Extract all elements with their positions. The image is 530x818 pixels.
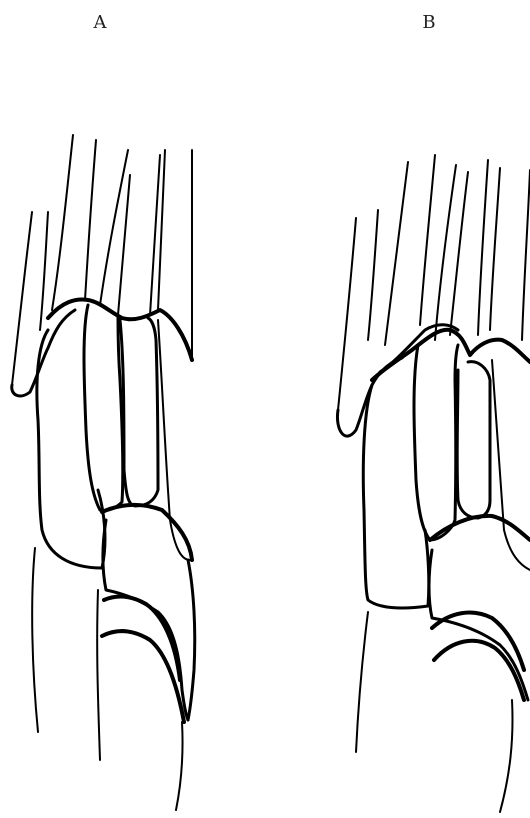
panel-b-shaft-right <box>500 700 513 812</box>
panel-b-lunate <box>414 345 458 540</box>
panel-a-drawing <box>12 135 195 810</box>
panel-a-triquetrum <box>120 318 158 506</box>
panel-b-radius-body <box>429 550 528 700</box>
panel-b-ulna-left <box>356 612 368 752</box>
panel-a-radius-right <box>188 560 195 720</box>
panel-b-radius-articular <box>430 516 530 540</box>
panel-b-drawing <box>337 155 530 812</box>
panel-a-lunate <box>84 305 123 511</box>
panel-b-triquetrum <box>457 362 490 518</box>
panel-a-shaft-right <box>176 722 183 810</box>
panel-b-metacarpals <box>338 155 530 410</box>
panel-b-scaphoid <box>363 385 429 608</box>
panel-a-metacarpals <box>12 135 192 385</box>
panel-b-hamate-edge <box>492 360 530 570</box>
panel-b-distal-row <box>372 330 530 380</box>
panel-a-scaphoid <box>37 330 105 568</box>
panel-a-shaft-mid <box>97 590 100 760</box>
panel-a-ulna-left <box>32 548 38 732</box>
panel-b-radius-curve-2 <box>434 641 524 700</box>
panel-a-trapezium <box>12 310 75 396</box>
